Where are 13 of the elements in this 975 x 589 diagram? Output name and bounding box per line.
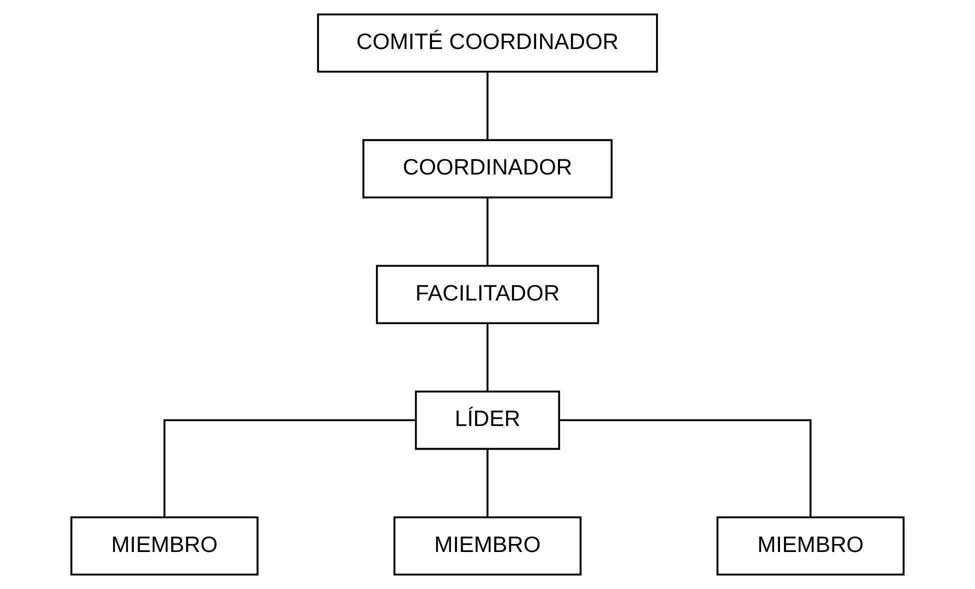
node-box: FACILITADOR	[376, 264, 600, 324]
connector	[164, 419, 416, 517]
node-box: MIEMBRO	[70, 516, 258, 576]
connector	[486, 324, 488, 392]
node-box: LÍDER	[414, 390, 560, 450]
connector	[559, 419, 812, 517]
node-box: MIEMBRO	[393, 516, 582, 576]
connector	[486, 449, 488, 517]
connector	[486, 72, 488, 140]
node-box: COMITÉ COORDINADOR	[317, 13, 658, 73]
connector	[486, 198, 488, 266]
node-box: COORDINADOR	[362, 139, 613, 198]
node-box: MIEMBRO	[716, 516, 905, 576]
